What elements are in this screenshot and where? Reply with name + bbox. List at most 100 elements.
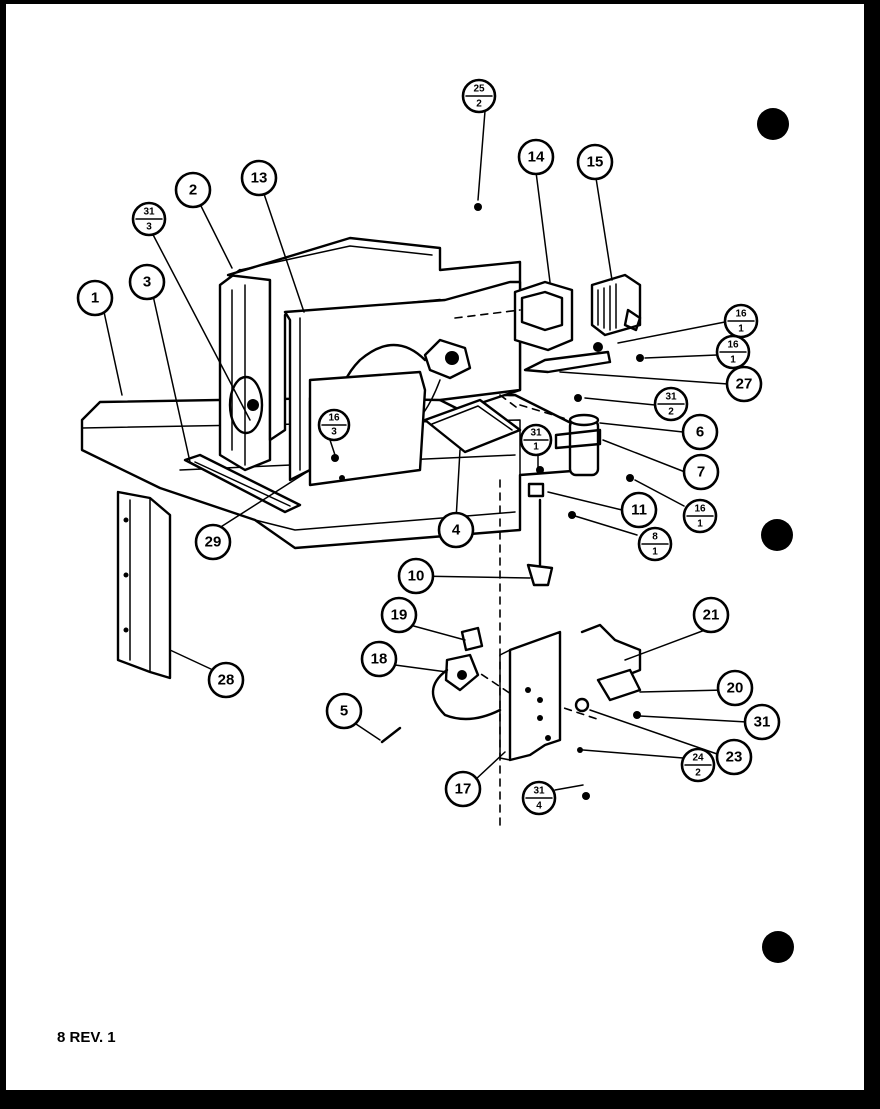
screw-5 <box>380 726 402 744</box>
callout-6: 6 <box>681 413 719 451</box>
selector-switch <box>526 466 576 587</box>
callout-23: 23 <box>715 738 753 776</box>
callout-14: 14 <box>517 138 555 176</box>
callout-16-1-c-bottom: 1 <box>697 519 703 530</box>
callout-13-label: 13 <box>251 170 268 187</box>
callout-31-3-bottom: 3 <box>146 222 152 233</box>
callout-24-2-bottom: 2 <box>695 768 701 779</box>
callout-31-2-bottom: 2 <box>668 407 674 418</box>
slide-rail <box>183 453 302 514</box>
callout-21: 21 <box>692 596 730 634</box>
revision-label: 8 REV. 1 <box>57 1029 116 1046</box>
partition-plate <box>308 370 427 487</box>
callout-28: 28 <box>207 661 245 699</box>
callout-7-label: 7 <box>697 464 705 481</box>
callout-16-1-a-top: 16 <box>735 309 747 320</box>
callout-5-label: 5 <box>340 703 348 720</box>
callout-2-label: 2 <box>189 182 197 199</box>
punch-hole-bottom <box>762 931 794 963</box>
callout-24-2: 242 <box>680 747 716 783</box>
callout-13: 13 <box>240 159 278 197</box>
callout-31: 31 <box>743 703 781 741</box>
callout-1: 1 <box>76 279 114 317</box>
callout-3: 3 <box>128 263 166 301</box>
callout-24-2-top: 24 <box>692 753 704 764</box>
callout-29-label: 29 <box>205 534 222 551</box>
callout-25-2-top: 25 <box>473 84 485 95</box>
callout-31-3-top: 31 <box>143 207 155 218</box>
callout-31-3: 313 <box>131 201 167 237</box>
callout-29: 29 <box>194 523 232 561</box>
callout-2: 2 <box>174 171 212 209</box>
screw-31-2 <box>574 394 582 402</box>
callout-19: 19 <box>380 596 418 634</box>
callout-23-label: 23 <box>726 749 743 766</box>
callout-27: 27 <box>725 365 763 403</box>
callout-6-label: 6 <box>696 424 704 441</box>
switch-assembly <box>574 623 642 800</box>
callout-1-label: 1 <box>91 290 99 307</box>
callout-28-label: 28 <box>218 672 235 689</box>
callout-31-2-top: 31 <box>665 392 677 403</box>
callout-16-1-b-top: 16 <box>727 340 739 351</box>
callout-27-label: 27 <box>736 376 753 393</box>
callout-31-1-bottom: 1 <box>533 442 539 453</box>
callout-31-label: 31 <box>754 714 771 731</box>
callout-19-label: 19 <box>391 607 408 624</box>
punch-hole-middle <box>761 519 793 551</box>
callout-20-label: 20 <box>727 680 744 697</box>
callout-31-4: 314 <box>521 780 557 816</box>
callout-4: 4 <box>437 511 475 549</box>
callout-31-2: 312 <box>653 386 689 422</box>
mounting-bracket <box>116 490 172 680</box>
callout-8-1-top: 8 <box>652 532 658 543</box>
callout-16-1-a-bottom: 1 <box>738 324 744 335</box>
drain-pan <box>423 398 522 454</box>
callout-16-3: 163 <box>317 408 351 442</box>
screw-16-1-lower <box>626 474 634 482</box>
terminal-block <box>590 273 642 337</box>
callout-31-4-top: 31 <box>533 786 545 797</box>
callout-20: 20 <box>716 669 754 707</box>
punch-hole-top <box>757 108 789 140</box>
thermostat <box>431 626 502 721</box>
callout-31-1-top: 31 <box>530 428 542 439</box>
callout-18: 18 <box>360 640 398 678</box>
callout-3-label: 3 <box>143 274 151 291</box>
screw-25-2 <box>474 203 482 211</box>
capacitor <box>554 413 602 477</box>
callout-16-1-c: 161 <box>682 498 718 534</box>
callout-15-label: 15 <box>587 154 604 171</box>
callout-31-4-bottom: 4 <box>536 801 542 812</box>
screw-16-1 <box>636 354 644 362</box>
callout-21-label: 21 <box>703 607 720 624</box>
callout-31-1: 311 <box>519 423 553 457</box>
callout-16-3-bottom: 3 <box>331 427 337 438</box>
callout-8-1-bottom: 1 <box>652 547 658 558</box>
callout-14-label: 14 <box>528 149 545 166</box>
callout-8-1: 81 <box>637 526 673 562</box>
callout-11-label: 11 <box>631 502 647 519</box>
callout-10: 10 <box>397 557 435 595</box>
callout-16-1-a: 161 <box>723 303 759 339</box>
callout-10-label: 10 <box>408 568 425 585</box>
callout-16-3-top: 16 <box>328 413 340 424</box>
side-panel <box>218 268 272 472</box>
callout-11: 11 <box>620 491 658 529</box>
callout-16-1-b-bottom: 1 <box>730 355 736 366</box>
callout-5: 5 <box>325 692 363 730</box>
callout-25-2: 252 <box>461 78 497 114</box>
callout-18-label: 18 <box>371 651 388 668</box>
control-panel-plate <box>499 630 562 762</box>
callout-15: 15 <box>576 143 614 181</box>
control-bracket <box>513 280 612 374</box>
callout-17-label: 17 <box>455 781 472 798</box>
callout-16-1-b: 161 <box>715 334 751 370</box>
callout-25-2-bottom: 2 <box>476 99 482 110</box>
callout-17: 17 <box>444 770 482 808</box>
callout-4-label: 4 <box>452 522 461 539</box>
callout-7: 7 <box>682 453 720 491</box>
callout-16-1-c-top: 16 <box>694 504 706 515</box>
